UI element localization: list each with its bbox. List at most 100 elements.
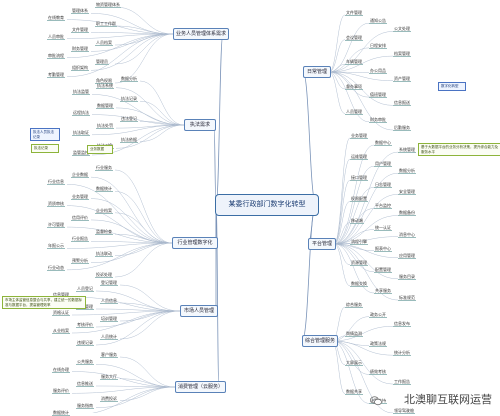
leaf-topic[interactable]: 公文处理 <box>393 26 411 32</box>
leaf-topic[interactable]: 远程执法 <box>72 110 90 116</box>
leaf-topic[interactable]: 应用管理 <box>398 253 416 259</box>
leaf-topic[interactable]: 资质审核 <box>47 201 65 207</box>
leaf-topic[interactable]: 业务管理 <box>350 133 368 139</box>
leaf-topic[interactable]: 客户服务 <box>100 352 118 358</box>
leaf-topic[interactable]: 人员档案 <box>95 40 113 46</box>
leaf-topic[interactable]: 考核评价 <box>76 322 94 328</box>
leaf-topic[interactable]: 领导驾驶舱 <box>393 408 415 414</box>
leaf-topic[interactable]: 日志管理 <box>374 182 392 188</box>
leaf-topic[interactable]: 企业档案 <box>95 208 113 214</box>
leaf-topic[interactable]: 执法联动 <box>95 251 113 257</box>
leaf-topic[interactable]: 资源管理 <box>350 260 368 266</box>
leaf-topic[interactable]: 人员审批 <box>47 34 65 40</box>
leaf-topic[interactable]: 在线办理 <box>52 367 70 373</box>
leaf-topic[interactable]: 数据统计 <box>95 186 113 192</box>
leaf-topic[interactable]: 行业动态 <box>47 265 65 271</box>
leaf-topic[interactable]: 年报公示 <box>47 243 65 249</box>
leaf-topic[interactable]: 公共服务 <box>76 359 94 365</box>
branch-b8[interactable]: 综合管理服务 <box>302 335 338 347</box>
leaf-topic[interactable]: 人员登记 <box>76 286 94 292</box>
leaf-topic[interactable]: 接口管理 <box>350 175 368 181</box>
leaf-topic[interactable]: 报表中心 <box>374 246 392 252</box>
leaf-topic[interactable]: 人员统计 <box>100 334 118 340</box>
leaf-topic[interactable]: 执法记录 <box>120 96 138 102</box>
leaf-topic[interactable]: 统一认证 <box>374 225 392 231</box>
branch-b5[interactable]: 消费管理（云服务） <box>175 381 226 393</box>
leaf-topic[interactable]: 运维管理 <box>350 154 368 160</box>
leaf-topic[interactable]: 预警分析 <box>71 258 89 264</box>
leaf-topic[interactable]: 工作报告 <box>393 379 411 385</box>
leaf-topic[interactable]: 服务大厅 <box>100 374 118 380</box>
leaf-topic[interactable]: 信用评价 <box>71 215 89 221</box>
leaf-topic[interactable]: 文件管理 <box>71 27 89 33</box>
leaf-topic[interactable]: 会议管理 <box>345 35 363 41</box>
leaf-topic[interactable]: 在线教育 <box>47 15 65 21</box>
leaf-topic[interactable]: 培训管理 <box>100 316 118 322</box>
leaf-topic[interactable]: 安全管理 <box>398 189 416 195</box>
leaf-topic[interactable]: 审批流程 <box>47 53 65 59</box>
leaf-topic[interactable]: 数据备份 <box>398 210 416 216</box>
leaf-topic[interactable]: 考勤管理 <box>47 72 65 78</box>
leaf-topic[interactable]: 流程引擎 <box>350 239 368 245</box>
leaf-topic[interactable]: 投诉处理 <box>95 272 113 278</box>
leaf-topic[interactable]: 数据交换 <box>350 281 368 287</box>
leaf-topic[interactable]: 绩效考核 <box>369 369 387 375</box>
leaf-topic[interactable]: 车辆管理 <box>345 59 363 65</box>
leaf-topic[interactable]: 登记管理 <box>100 280 118 286</box>
leaf-topic[interactable]: 数据中心 <box>374 140 392 146</box>
branch-b3[interactable]: 行业管理数字化 <box>172 237 218 249</box>
leaf-topic[interactable]: 平台监控 <box>374 203 392 209</box>
leaf-topic[interactable]: 行业信息 <box>47 179 65 185</box>
leaf-topic[interactable]: 执法处罚 <box>96 123 114 129</box>
leaf-topic[interactable]: 服务评价 <box>52 388 70 394</box>
leaf-topic[interactable]: 数据共享 <box>345 389 363 395</box>
central-topic[interactable]: 某委行政部门数字化转型 <box>215 194 319 216</box>
leaf-topic[interactable]: 财务管理 <box>71 46 89 52</box>
leaf-topic[interactable]: 组织架构 <box>71 65 89 71</box>
leaf-topic[interactable]: 政策法规 <box>369 341 387 347</box>
leaf-topic[interactable]: 管理员 <box>95 59 109 65</box>
leaf-topic[interactable]: 日程安排 <box>369 43 387 49</box>
leaf-topic[interactable]: 权限配置 <box>350 196 368 202</box>
leaf-topic[interactable]: 人员管理 <box>345 109 363 115</box>
leaf-topic[interactable]: 行业报告 <box>71 236 89 242</box>
leaf-topic[interactable]: 违规记录 <box>76 340 94 346</box>
leaf-topic[interactable]: 数据统计 <box>52 410 70 416</box>
leaf-topic[interactable]: 数据分析 <box>398 168 416 174</box>
leaf-topic[interactable]: 舆情监测 <box>345 331 363 337</box>
leaf-topic[interactable]: 督办事项 <box>345 84 363 90</box>
leaf-topic[interactable]: 办公用品 <box>369 68 387 74</box>
leaf-topic[interactable]: 政务公开 <box>369 312 387 318</box>
leaf-topic[interactable]: 资产管理 <box>393 76 411 82</box>
branch-b2[interactable]: 执法需求 <box>184 119 216 131</box>
leaf-topic[interactable]: 后勤服务 <box>393 125 411 131</box>
leaf-topic[interactable]: 移动端 <box>350 218 364 224</box>
leaf-topic[interactable]: 监督检查 <box>95 229 113 235</box>
branch-b6[interactable]: 日常管理 <box>303 66 331 78</box>
leaf-topic[interactable]: 通知公告 <box>369 18 387 24</box>
leaf-topic[interactable]: 值班管理 <box>369 92 387 98</box>
leaf-topic[interactable]: 违法登记 <box>120 116 138 122</box>
leaf-topic[interactable]: 服务目录 <box>398 274 416 280</box>
leaf-topic[interactable]: 物资管理体系 <box>95 2 121 8</box>
leaf-topic[interactable]: 执法监管 <box>72 89 90 95</box>
leaf-topic[interactable]: 执法取证 <box>72 130 90 136</box>
branch-b1[interactable]: 业务人员管理体系需求 <box>173 28 229 40</box>
leaf-topic[interactable]: 文件管理 <box>345 10 363 16</box>
branch-b7[interactable]: 平台管理 <box>308 238 336 250</box>
leaf-topic[interactable]: 数据管理 <box>96 103 114 109</box>
leaf-topic[interactable]: 从业档案 <box>52 328 70 334</box>
branch-b4[interactable]: 市场人员管理 <box>180 305 218 317</box>
leaf-topic[interactable]: 资格认证 <box>52 310 70 316</box>
leaf-topic[interactable]: 档案管理 <box>393 51 411 57</box>
leaf-topic[interactable]: 消费投诉 <box>100 396 118 402</box>
leaf-topic[interactable]: 信息报送 <box>393 100 411 106</box>
leaf-topic[interactable]: 信息推送 <box>76 381 94 387</box>
leaf-topic[interactable]: 企业数据 <box>71 172 89 178</box>
leaf-topic[interactable]: 行业服务 <box>95 165 113 171</box>
leaf-topic[interactable]: 执法系统 <box>96 83 114 89</box>
leaf-topic[interactable]: 业务管理 <box>71 194 89 200</box>
leaf-topic[interactable]: 数据分析 <box>120 76 138 82</box>
leaf-topic[interactable]: 大屏展示 <box>345 360 363 366</box>
leaf-topic[interactable]: 许可管理 <box>47 222 65 228</box>
